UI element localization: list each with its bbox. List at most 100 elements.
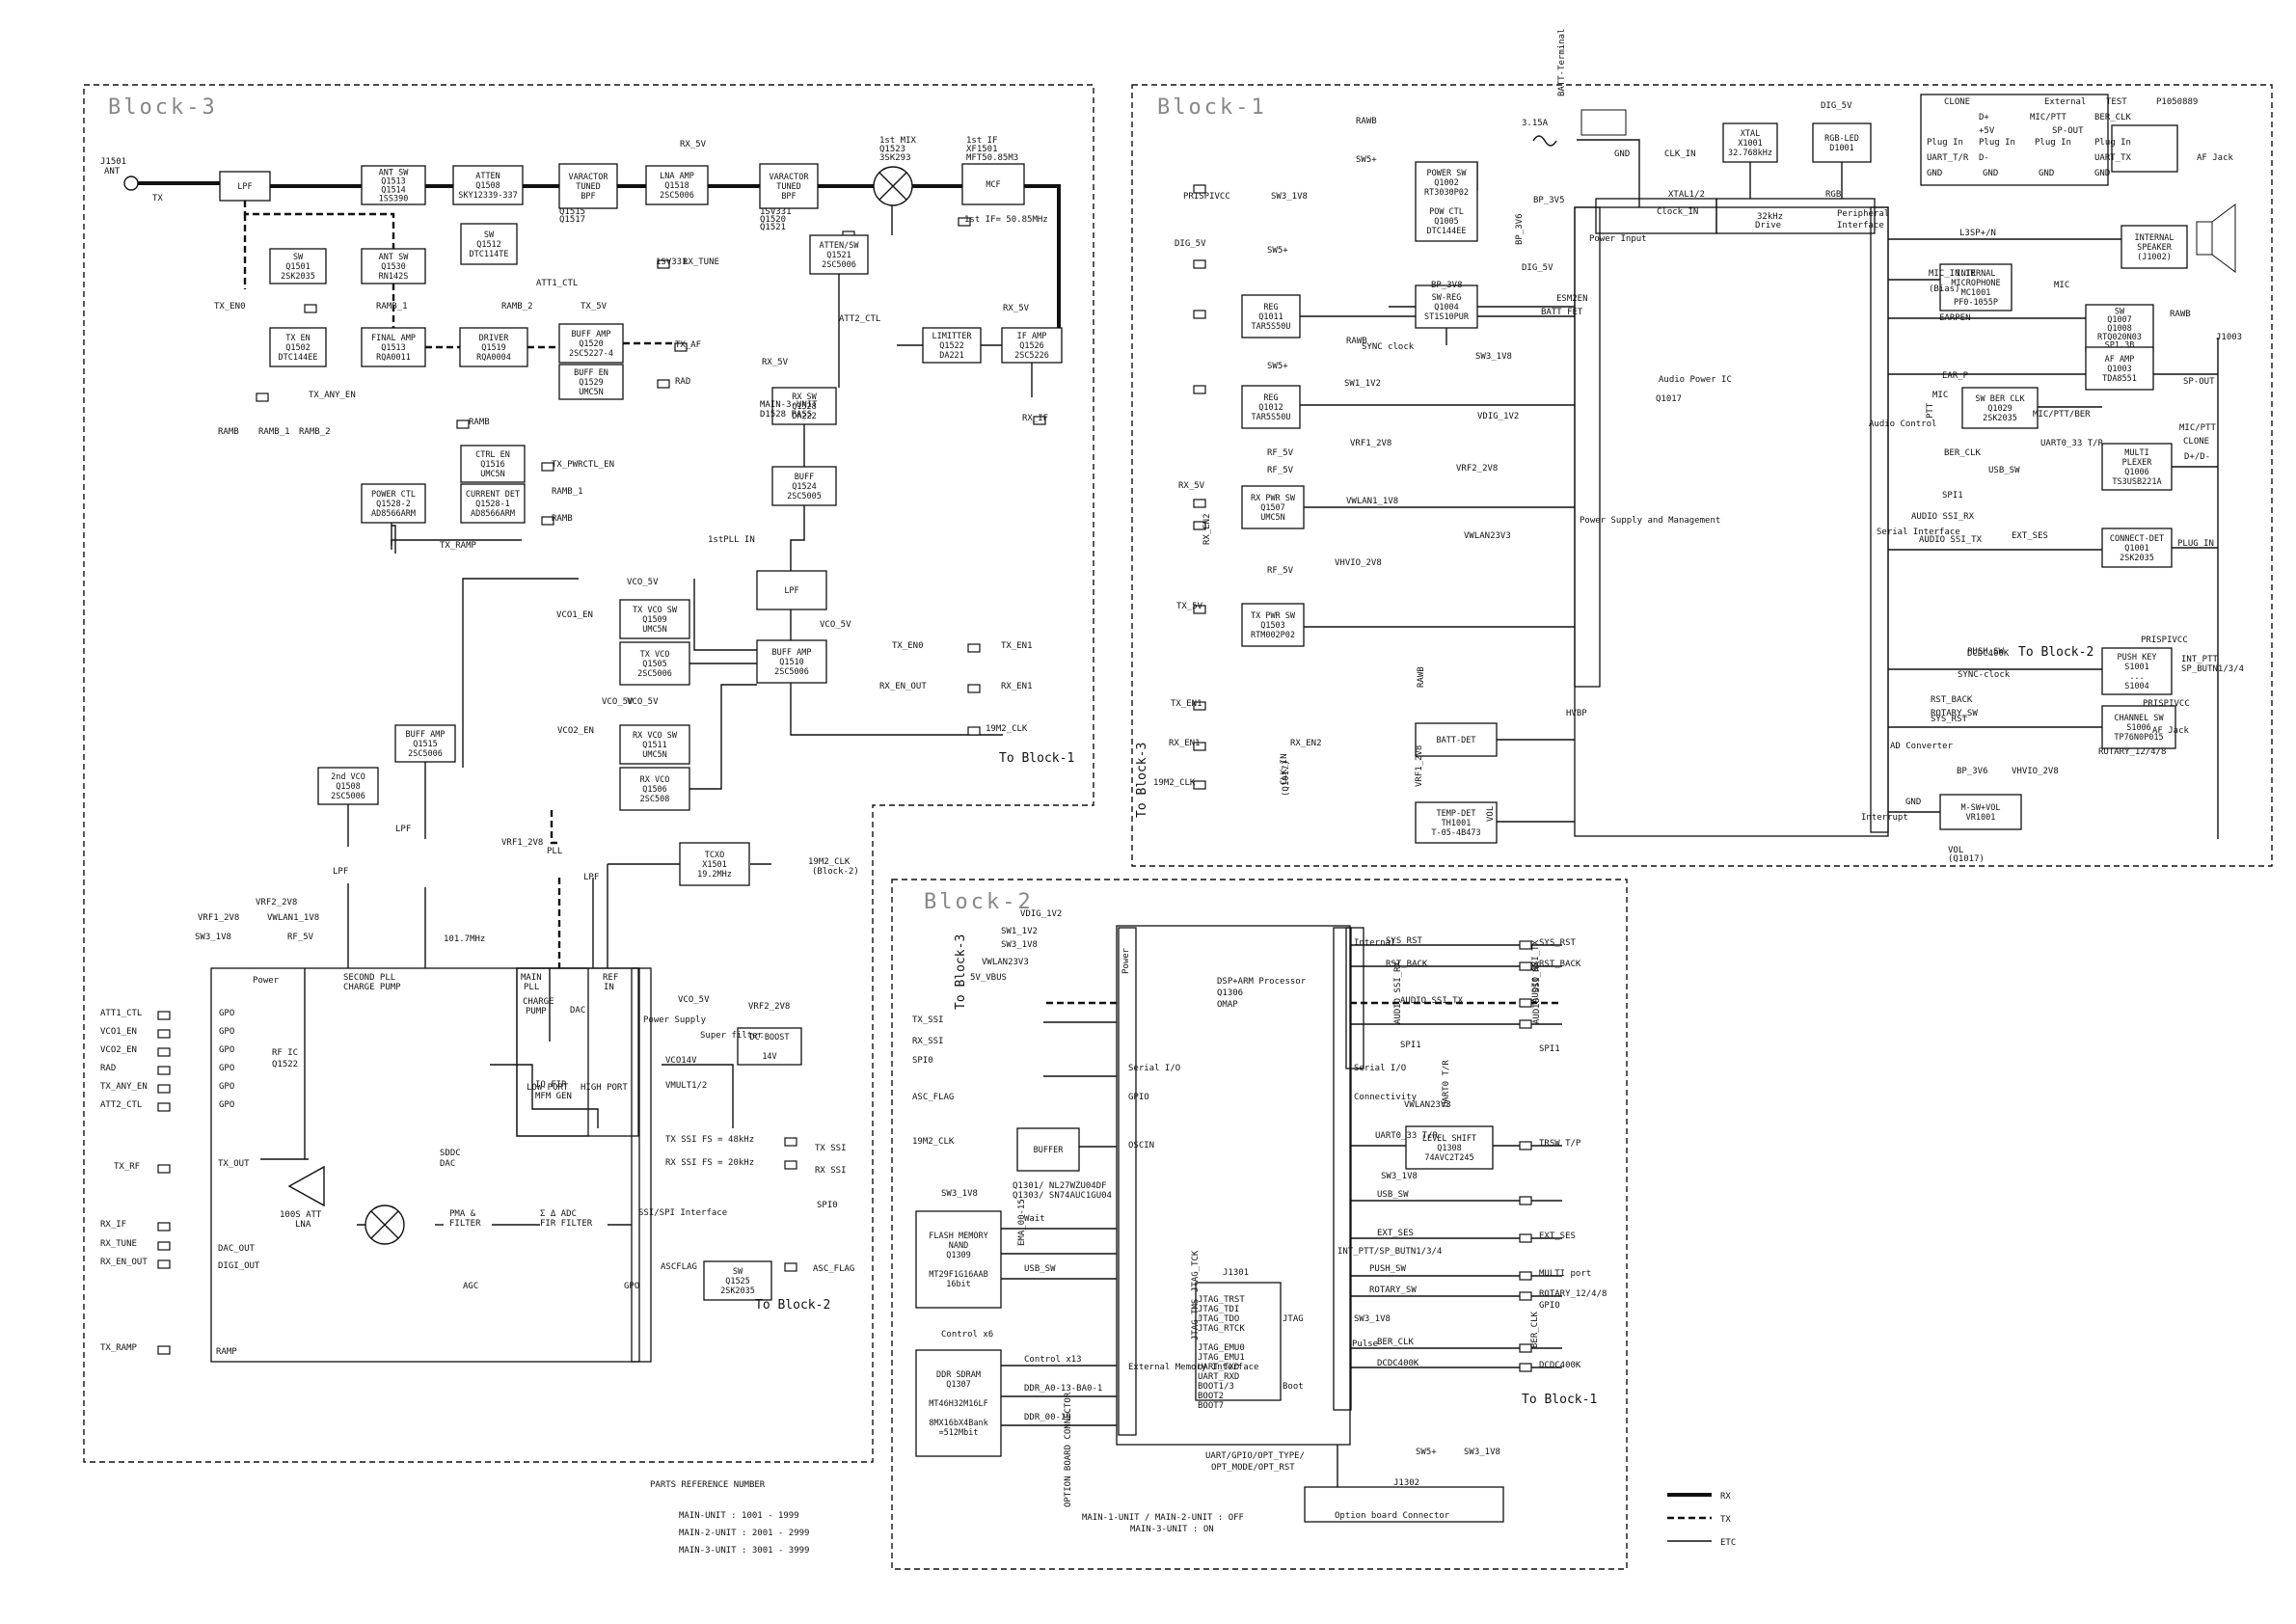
label-tx-ssi: TX SSI <box>815 1144 847 1153</box>
label-jtag-rtck: JTAG_RTCK <box>1198 1324 1245 1334</box>
label-af-jack: AF Jack <box>2152 726 2190 736</box>
label-audio-ssi-tx: AUDIO SSI_TX <box>1400 996 1464 1006</box>
block-outline <box>452 165 524 205</box>
block-label: PF0-1055P <box>1954 298 1998 308</box>
block-label: UMC5N <box>480 470 505 479</box>
terminal-pad <box>157 1222 171 1232</box>
label-gnd: GND <box>2094 169 2110 178</box>
label-jtag-tms: JTAG_TMS <box>1191 1299 1201 1340</box>
label-q1017: (Q1017) <box>1948 854 1985 864</box>
block-label: Q1003 <box>2107 365 2132 374</box>
block-label: UMC5N <box>1260 513 1285 523</box>
label-vco-5v: VCO_5V <box>678 995 710 1005</box>
frame-title: Block-1 <box>1157 95 1267 120</box>
label-vwlan23v3: VWLAN23V3 <box>982 958 1029 967</box>
label-to-block-1: To Block-1 <box>1522 1393 1597 1407</box>
block-label: TX EN <box>285 334 311 343</box>
label-rx: RX <box>1720 1492 1731 1502</box>
block-label: RT3030P02 <box>1424 188 1469 198</box>
block-outline <box>809 234 869 275</box>
block-label: SW <box>733 1267 743 1277</box>
label-sw3-1v8: SW3_1V8 <box>1381 1172 1418 1181</box>
label-iq-fir: IQ FIR <box>535 1080 567 1090</box>
symbols <box>123 109 2236 1245</box>
block-outline <box>771 466 837 506</box>
label-audio-ssi-rx: AUDIO SSI_RX <box>1911 512 1975 522</box>
label-gpo: GPO <box>219 1027 234 1037</box>
label-connectivity: Connectivity <box>1354 1093 1418 1102</box>
label-vrf1-2v8: VRF1_2V8 <box>198 913 239 923</box>
label-external: External <box>2044 97 2086 107</box>
label-uart-rxd: UART_RXD <box>1198 1372 1239 1382</box>
label-earpen: EARPEN <box>1939 313 1971 323</box>
block-label: 2SC5227-4 <box>569 349 613 359</box>
label-bp-3v8: BP_3V8 <box>1431 281 1463 290</box>
block-label: Q1518 <box>664 181 689 191</box>
wire <box>243 201 395 249</box>
label-1st-if-50-85mhz: 1st IF= 50.85MHz <box>964 215 1048 225</box>
label-j1003: J1003 <box>2216 333 2242 342</box>
label-drive: Drive <box>1755 221 1781 230</box>
label-jtag-tdi: JTAG_TDI <box>1198 1305 1239 1314</box>
label-j1501: J1501 <box>100 157 126 167</box>
label-uart-t-r: UART_T/R <box>1927 153 1969 163</box>
block-outline <box>269 327 327 367</box>
label-tx-out: TX_OUT <box>218 1159 250 1169</box>
block-label: D1001 <box>1829 144 1854 153</box>
label-dac: DAC <box>570 1006 585 1015</box>
block-label: Q1503 <box>1260 621 1285 631</box>
terminal-pad <box>1519 998 1532 1008</box>
label-rx-ssi-fs-20khz: RX SSI FS = 20kHz <box>665 1158 754 1168</box>
block-label: Q1004 <box>1434 303 1459 312</box>
block-label: Q1521 <box>826 251 851 260</box>
label-rx-en1: RX_EN1 <box>1169 739 1201 748</box>
terminal-pad <box>1193 521 1206 530</box>
label-ema-00-15: EMA_00-15 <box>1017 1199 1027 1246</box>
label-gpio: GPIO <box>1539 1301 1560 1311</box>
block-outline <box>361 483 426 524</box>
label-ramb: RAMB <box>469 418 490 427</box>
label-power-input: Power Input <box>1589 234 1647 244</box>
label-power: Power <box>253 976 280 986</box>
block-label: 2SC5005 <box>787 492 822 501</box>
block-label: RQA0004 <box>476 353 511 363</box>
block-label: SP1.3B <box>2105 341 2135 351</box>
label-vwlan23v3: VWLAN23V3 <box>1464 531 1511 541</box>
omap-power-bar <box>1345 927 1364 1069</box>
label-lna: LNA <box>295 1220 311 1230</box>
label-tx-any-en: TX_ANY_EN <box>100 1082 148 1092</box>
block-outline <box>1961 387 2039 429</box>
block-label: RN142S <box>379 272 409 282</box>
label-rf-5v: RF_5V <box>287 933 314 942</box>
label-sw3-1v8: SW3_1V8 <box>195 933 231 942</box>
label-att2-ctl: ATT2_CTL <box>100 1100 142 1110</box>
label-rx-5v: RX_5V <box>1178 481 1205 491</box>
label-ddr-00-15: DDR_00-15 <box>1024 1413 1071 1422</box>
block-label: SW BER CLK <box>1975 394 2025 404</box>
block-buffer-buffer1301: BUFFER <box>1016 1127 1080 1172</box>
label-audio-ssi-rx: AUDIO SSI_RX <box>1532 961 1542 1024</box>
terminal-pad <box>1519 961 1532 971</box>
label-rad: RAD <box>675 377 690 387</box>
block-outline <box>460 445 526 483</box>
block-label: BUFF AMP <box>572 330 611 339</box>
block-label: Q1502 <box>285 343 311 353</box>
label-prispivcc: PRISPIVCC <box>2141 636 2188 645</box>
label-tx-ssi-fs-48khz: TX SSI FS = 48kHz <box>665 1135 754 1145</box>
block-outline <box>679 842 750 886</box>
terminal-pad <box>157 1241 171 1251</box>
label-block-2: (Block-2) <box>812 867 859 877</box>
label-pma: PMA & <box>449 1209 476 1219</box>
block-label: SKY12339-337 <box>458 191 517 201</box>
block-label: ATTEN <box>475 172 500 181</box>
label-dac: DAC <box>440 1159 455 1169</box>
label-sw3-1v8: SW3_1V8 <box>1475 352 1512 362</box>
label-vrf2-2v8: VRF2_2V8 <box>1456 464 1498 474</box>
label-q1522: Q1522 <box>272 1060 298 1069</box>
